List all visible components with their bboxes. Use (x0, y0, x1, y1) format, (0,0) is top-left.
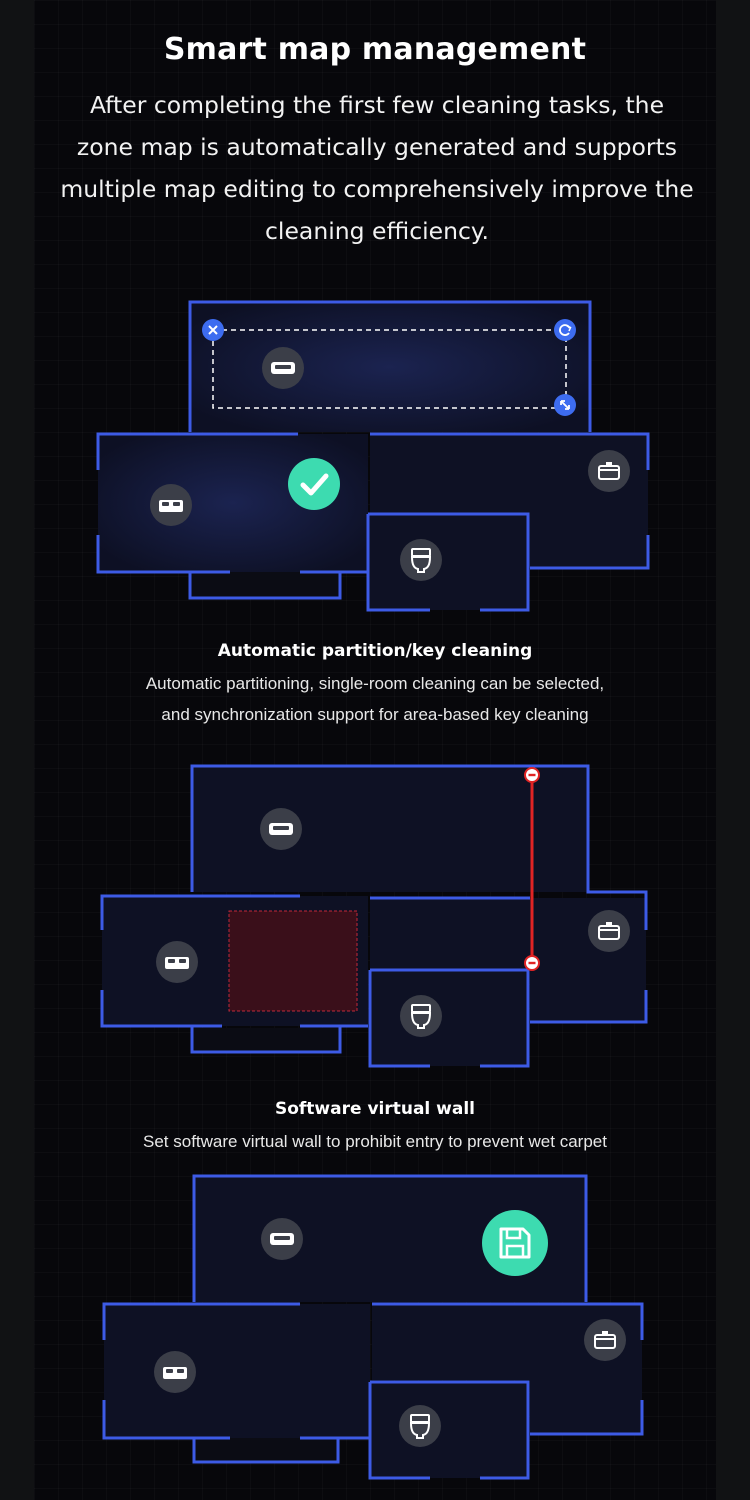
intro-text: After completing the first few cleaning … (60, 91, 694, 245)
pot-icon (583, 1318, 627, 1362)
section-desc-partition-line2: and synchronization support for area-bas… (161, 705, 589, 724)
page-title: Smart map management (163, 32, 587, 67)
section-title-virtual-wall: Software virtual wall (274, 1099, 476, 1119)
resize-icon[interactable] (554, 394, 576, 416)
no-go-zone[interactable] (228, 910, 358, 1012)
content-panel (34, 0, 716, 1500)
bed-icon (154, 1351, 196, 1393)
close-icon[interactable] (202, 319, 224, 341)
check-icon[interactable] (288, 458, 340, 510)
rotate-icon[interactable] (554, 319, 576, 341)
section-title-partition: Automatic partition/key cleaning (217, 641, 533, 661)
save-icon[interactable] (482, 1210, 548, 1276)
toilet-icon (398, 1404, 442, 1448)
virtual-wall-handle-top[interactable] (524, 767, 540, 783)
section-desc-partition-line1: Automatic partitioning, single-room clea… (145, 674, 605, 693)
virtual-wall-handle-bottom[interactable] (524, 955, 540, 971)
section-desc-virtual-wall: Set software virtual wall to prohibit en… (143, 1132, 607, 1151)
sofa-icon (261, 1218, 303, 1260)
